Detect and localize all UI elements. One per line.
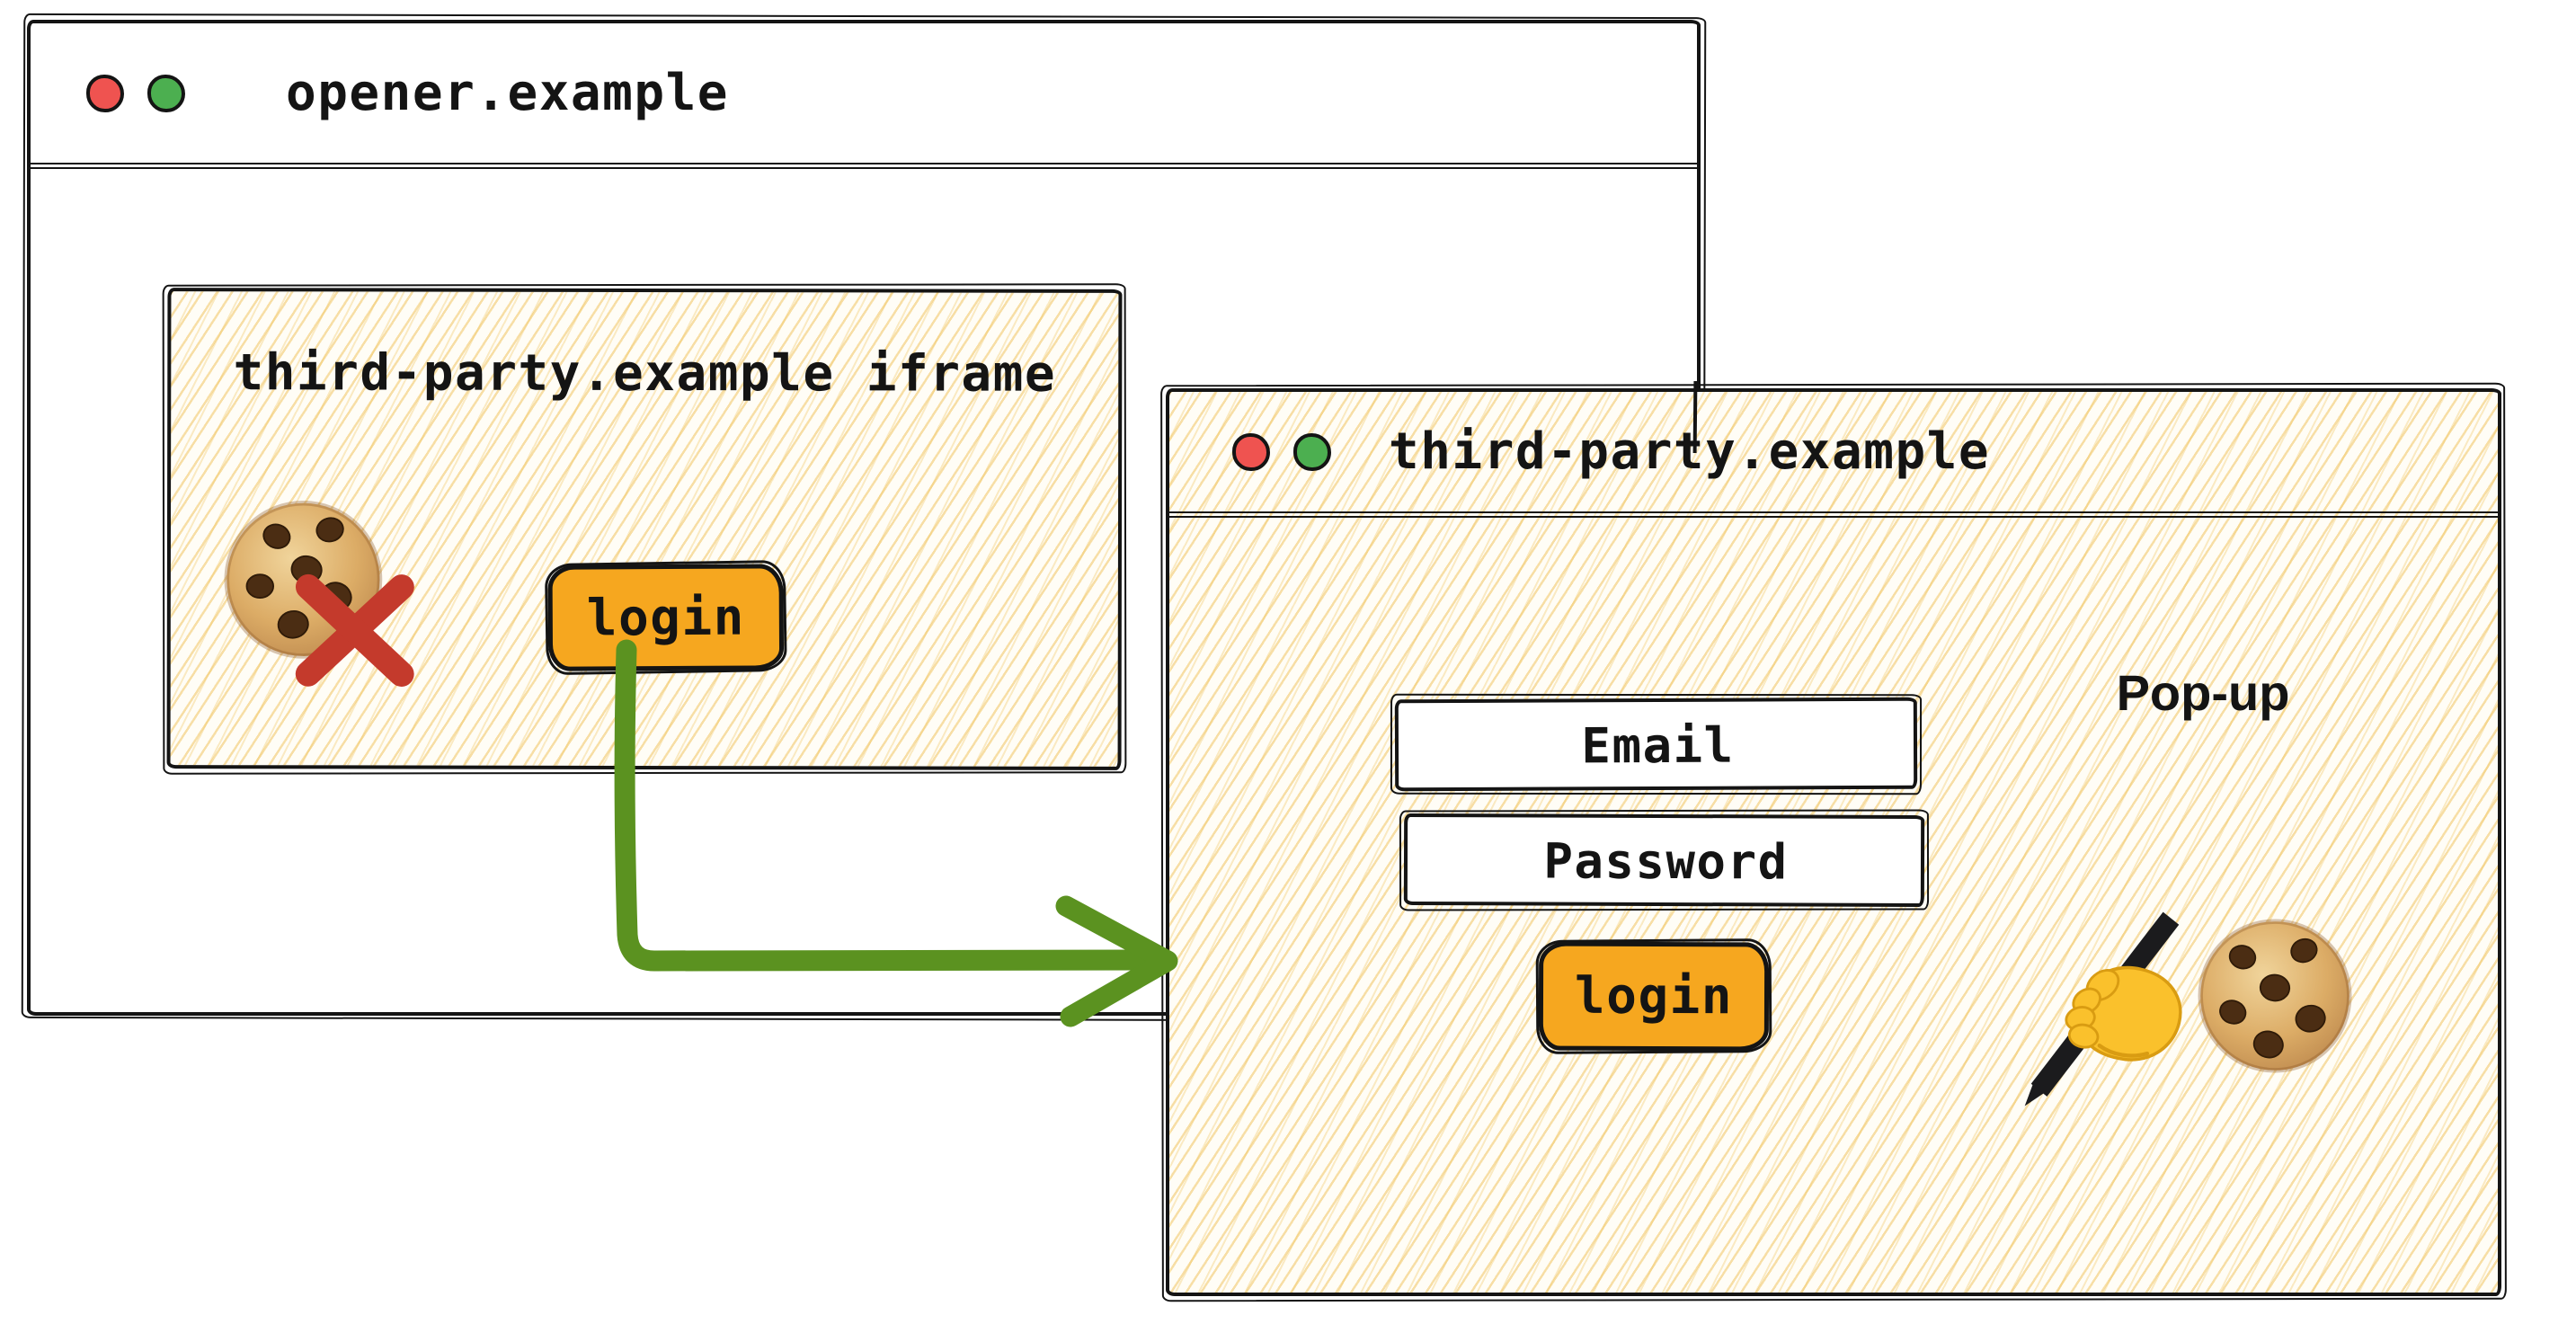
popup-titlebar: third-party.example [1169, 392, 2498, 518]
opener-titlebar: opener.example [31, 23, 1697, 169]
close-window-icon[interactable] [86, 74, 124, 112]
minimize-window-icon[interactable] [147, 74, 185, 112]
sketch-stroke-overshoot [1692, 380, 1698, 454]
third-party-iframe: third-party.example iframe [166, 288, 1123, 770]
password-field[interactable] [1403, 813, 1925, 908]
email-field[interactable] [1394, 697, 1918, 792]
opener-window-title: opener.example [286, 64, 730, 122]
cookie-blocked-cross-icon [281, 561, 430, 700]
popup-annotation: Pop-up [2116, 664, 2290, 721]
popup-login-button-label: login [1574, 966, 1734, 1026]
popup-window-title: third-party.example [1389, 422, 1991, 481]
password-input[interactable] [1407, 817, 1925, 906]
popup-login-button[interactable]: login [1538, 941, 1770, 1052]
iframe-login-button[interactable]: login [547, 564, 785, 671]
iframe-login-button-label: login [586, 588, 746, 648]
close-window-icon[interactable] [1232, 432, 1270, 471]
cookie-icon [2198, 919, 2352, 1073]
minimize-window-icon[interactable] [1293, 432, 1331, 471]
writing-hand-icon [2024, 911, 2182, 1106]
blocked-cookie-illustration [219, 496, 544, 794]
popup-window: third-party.example Pop-up login [1166, 388, 2501, 1296]
iframe-label: third-party.example iframe [233, 343, 1057, 404]
email-input[interactable] [1398, 700, 1918, 790]
